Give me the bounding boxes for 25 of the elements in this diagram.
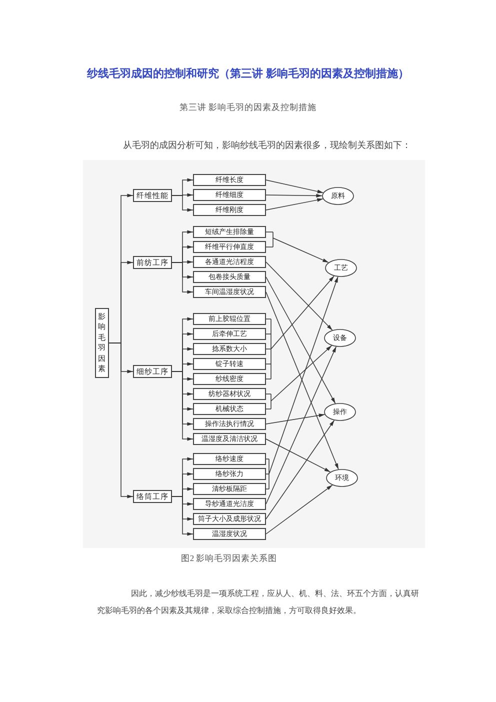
arrow — [108, 342, 134, 498]
arrow — [266, 194, 322, 198]
arrow — [266, 276, 334, 380]
arrow — [266, 232, 329, 263]
arrow — [266, 414, 325, 424]
figure-caption: 图2 影响毛羽因素关系图 — [180, 552, 278, 564]
arrow — [266, 292, 339, 470]
arrow — [172, 262, 194, 294]
paragraph: 从毛羽的成因分析可知，影响纱线毛羽的因素很多，现绘制关系图如下： — [123, 139, 411, 151]
arrow — [266, 484, 333, 534]
arrow — [266, 438, 331, 472]
arrow — [266, 346, 336, 504]
arrow — [172, 195, 194, 212]
arrow — [266, 180, 324, 194]
arrow — [172, 496, 194, 536]
arrow — [266, 276, 338, 490]
arrow — [266, 420, 335, 520]
arrow — [266, 276, 336, 404]
page-title: 纱线毛羽成因的控制和研究（第三讲 影响毛羽的因素及控制措施） — [86, 67, 410, 81]
paragraph: 因此，减少纱线毛羽是一项系统工程，应从人、机、料、法、环五个方面，认真研究影响毛羽的各个因素及其规律，采取综合控制措施，方可取得良好效果。 — [97, 588, 420, 617]
arrow — [266, 198, 324, 210]
section-heading: 第三讲 影响毛羽的因素及控制措施 — [179, 101, 317, 113]
arrow — [266, 345, 332, 410]
arrow — [172, 371, 194, 441]
arrow — [266, 262, 333, 330]
